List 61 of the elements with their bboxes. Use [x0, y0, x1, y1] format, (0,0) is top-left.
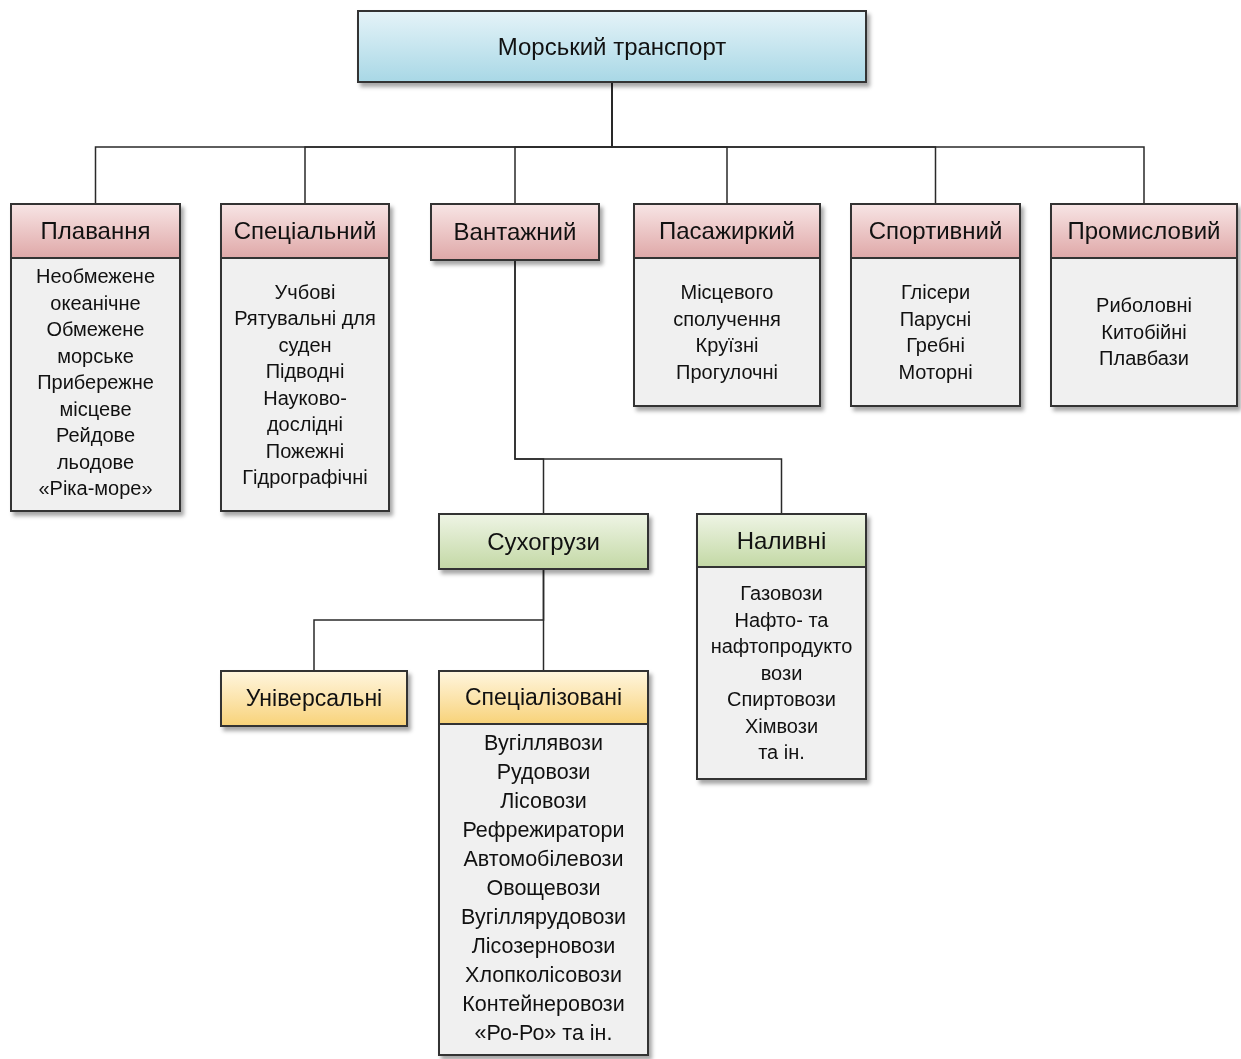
list-item: Китобійні [1101, 319, 1187, 345]
category-box [220, 670, 408, 727]
list-item: Гребні [906, 333, 965, 358]
list-item: Спиртовози [727, 687, 836, 713]
list-item: Хлопколісовози [465, 962, 622, 989]
list-item: Лісовози [500, 788, 587, 815]
list-item: Контейнеровози [462, 991, 625, 1018]
list-item: Прибережне місцеве [36, 370, 155, 422]
category-card [438, 670, 649, 1056]
list-item: «Ріка-море» [38, 476, 153, 501]
list-item: Хімвози [744, 713, 819, 739]
list-item: Нафто- та нафтопродукто вози [709, 607, 854, 686]
category-card [633, 203, 821, 407]
category-heading: Наливні [736, 525, 827, 556]
category-card [850, 203, 1021, 407]
category-heading: Промисловий [1067, 216, 1221, 246]
list-item: Учбові [274, 279, 336, 305]
list-item: Рефрежиратори [462, 817, 625, 844]
list-item: Риболовні [1096, 293, 1192, 319]
list-item: Підводні [265, 359, 345, 384]
category-box [357, 10, 867, 83]
list-item: Необмежене океанічне [35, 264, 156, 316]
list-item: Рейдове льодове [54, 423, 137, 475]
list-item: Рятувальні для суден [233, 306, 377, 358]
list-item: Моторні [898, 359, 973, 385]
list-item: та ін. [758, 740, 805, 766]
list-item: Газовози [740, 581, 823, 607]
category-heading: Спортивний [868, 216, 1003, 246]
list-item: Лісозерновози [471, 933, 616, 960]
list-item: Вугіллявози [484, 730, 603, 757]
list-item: Науково- дослідні [262, 385, 348, 437]
list-item: Пожежні [265, 438, 345, 464]
list-item: Рудовози [496, 759, 591, 786]
list-item: Плавбази [1099, 346, 1189, 372]
list-item: Круїзні [695, 333, 759, 358]
category-card [220, 203, 390, 512]
list-item: Вугіллярудовози [460, 904, 627, 931]
list-item: Автомобілевози [463, 846, 624, 873]
list-item: Овощевози [486, 875, 601, 902]
connector-line [514, 260, 783, 514]
list-item: Гідрографічні [242, 465, 368, 490]
category-box [430, 203, 600, 261]
category-box [438, 513, 649, 570]
category-card [10, 203, 181, 512]
list-item: «Ро-Ро» та ін. [474, 1020, 613, 1047]
category-heading: Спеціалізовані [464, 683, 623, 713]
list-item: Парусні [899, 306, 972, 332]
category-heading: Пасажиркий [658, 216, 796, 246]
list-item: Глісери [900, 280, 971, 305]
category-heading: Спеціальний [233, 216, 377, 246]
list-item: Обмежене морське [45, 317, 146, 369]
category-card [1050, 203, 1238, 407]
list-item: Місцевого сполучення [672, 280, 782, 332]
category-heading: Плавання [40, 216, 151, 246]
category-heading: Універсальні [245, 684, 383, 714]
category-heading: Морський транспорт [497, 31, 727, 62]
category-heading: Сухогрузи [487, 526, 600, 557]
category-card [696, 513, 867, 780]
list-item: Прогулочні [676, 359, 778, 385]
category-heading: Вантажний [453, 217, 577, 247]
connector-line [542, 569, 545, 671]
